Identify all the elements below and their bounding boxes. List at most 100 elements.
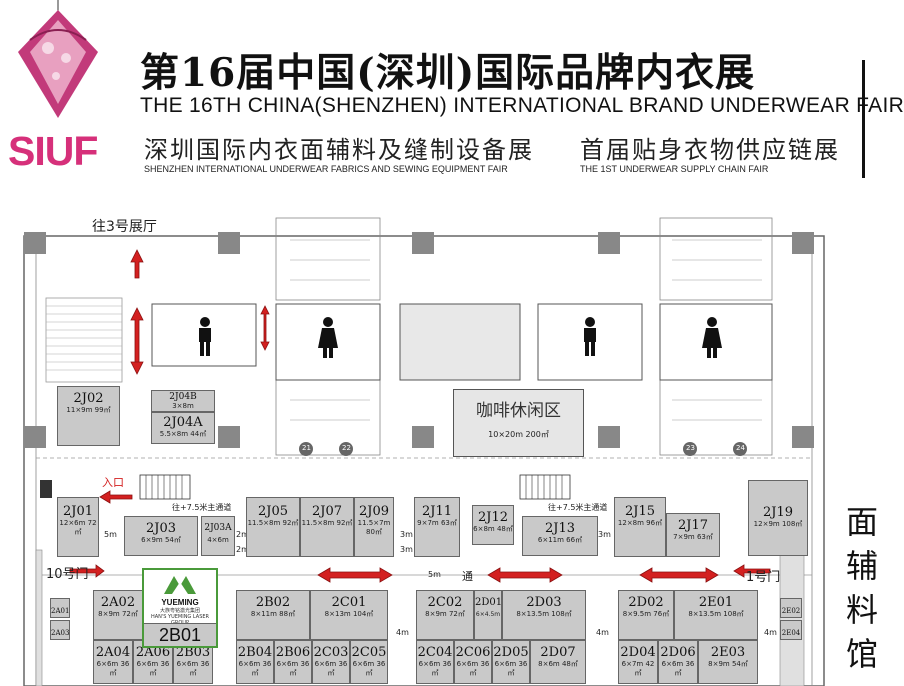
booth-size: 6×9m 54㎡ xyxy=(141,536,181,544)
booth-code: 2J01 xyxy=(62,504,94,519)
booth-code: 2B02 xyxy=(255,595,291,610)
subtitle-supply-cn: 首届贴身衣物供应链展 xyxy=(580,136,840,164)
booth-code: 2B03 xyxy=(175,645,211,660)
booth-code: 2A06 xyxy=(135,645,171,660)
booth-size: 6×7m 42㎡ xyxy=(621,660,655,677)
main-channel-label: 往+7.5米主通道 xyxy=(548,503,608,512)
exhibitor-booth-code: 2B01 xyxy=(144,623,216,646)
booth-size: 12×9m 108㎡ xyxy=(753,520,803,528)
width-label: 2m xyxy=(236,530,249,539)
width-label: 3m xyxy=(400,545,413,554)
booth-code: 2C05 xyxy=(351,645,387,660)
width-label: 3m xyxy=(400,530,413,539)
booth-code: 2D05 xyxy=(493,645,529,660)
booth-code: 2D04 xyxy=(620,645,656,660)
header-divider xyxy=(862,60,865,178)
width-label: 5m xyxy=(428,570,441,579)
fair-title-cn: 第16届中国(深圳)国际品牌内衣展 xyxy=(140,50,756,96)
booth-size: 8×9m 54㎡ xyxy=(708,660,748,668)
booth-code: 2J07 xyxy=(311,504,343,519)
booth-size: 6×6m 36㎡ xyxy=(136,660,170,677)
booth-2e04[interactable]: 2E04 xyxy=(780,620,802,640)
booth-size: 6×6m 36㎡ xyxy=(456,660,490,677)
booth-size: 8×11m 88㎡ xyxy=(250,610,296,618)
booth-code: 2D06 xyxy=(660,645,696,660)
stair-number: 22 xyxy=(342,444,351,452)
booth-size: 8×6m 48㎡ xyxy=(538,660,578,668)
booth-code: 2J12 xyxy=(477,510,509,525)
booth-2e02[interactable]: 2E02 xyxy=(780,598,802,618)
booth-size: 6×6m 36㎡ xyxy=(494,660,528,677)
booth-code: 2A01 xyxy=(51,607,70,615)
booth-size: 11.5×8m 92㎡ xyxy=(247,519,299,527)
booth-size: 8×13m 104㎡ xyxy=(324,610,374,618)
booth-code: 2J04B xyxy=(169,392,197,402)
booth-code: 2A04 xyxy=(95,645,131,660)
floor-plan: 往3号展厅 面辅料馆 入口 10号门 1号门 通 往+7.5米主通道 往+7.5… xyxy=(0,200,886,686)
booth-size: 12×8m 96㎡ xyxy=(617,519,663,527)
header: SIUF 第16届中国(深圳)国际品牌内衣展 THE 16TH CHINA(SH… xyxy=(0,0,904,200)
yueming-logo-icon xyxy=(164,576,196,594)
siuf-logo-text: SIUF xyxy=(8,128,98,174)
exhibitor-subname: 大族粤铭激光集团 xyxy=(159,608,200,614)
booth-code: 2C02 xyxy=(427,595,463,610)
booth-size: 8×13.5m 108㎡ xyxy=(516,610,572,618)
booth-2a01[interactable]: 2A01 xyxy=(50,598,70,618)
width-label: 4m xyxy=(396,628,409,637)
booth-code: 2J11 xyxy=(421,504,453,519)
booth-size: 6×6m 36㎡ xyxy=(314,660,348,677)
booth-code: 2J15 xyxy=(624,504,656,519)
booth-code: 2J19 xyxy=(762,505,794,520)
gate-10-label: 10号门 xyxy=(46,567,89,582)
cafe-area[interactable]: 咖啡休闲区 10×20m 200㎡ xyxy=(453,389,584,457)
booth-size: 6×6m 36㎡ xyxy=(238,660,272,677)
booth-size: 8×9m 72㎡ xyxy=(98,610,138,618)
booth-code: 2D02 xyxy=(628,595,664,610)
booth-2a03[interactable]: 2A03 xyxy=(50,620,70,640)
booth-code: 2J17 xyxy=(677,518,709,533)
booth-code: 2E01 xyxy=(698,595,734,610)
hall-name-label: 面辅料馆 xyxy=(845,503,878,673)
siuf-logo-graphic xyxy=(18,0,98,118)
booth-code: 2D01 xyxy=(475,597,503,608)
booth-size: 9×7m 63㎡ xyxy=(417,519,457,527)
booth-code: 2J04A xyxy=(163,415,203,430)
booth-size: 11.5×8m 92㎡ xyxy=(301,519,353,527)
featured-exhibitor-booth[interactable]: YUEMING 大族粤铭激光集团 HAN'S YUEMING LASER GRO… xyxy=(142,568,218,648)
